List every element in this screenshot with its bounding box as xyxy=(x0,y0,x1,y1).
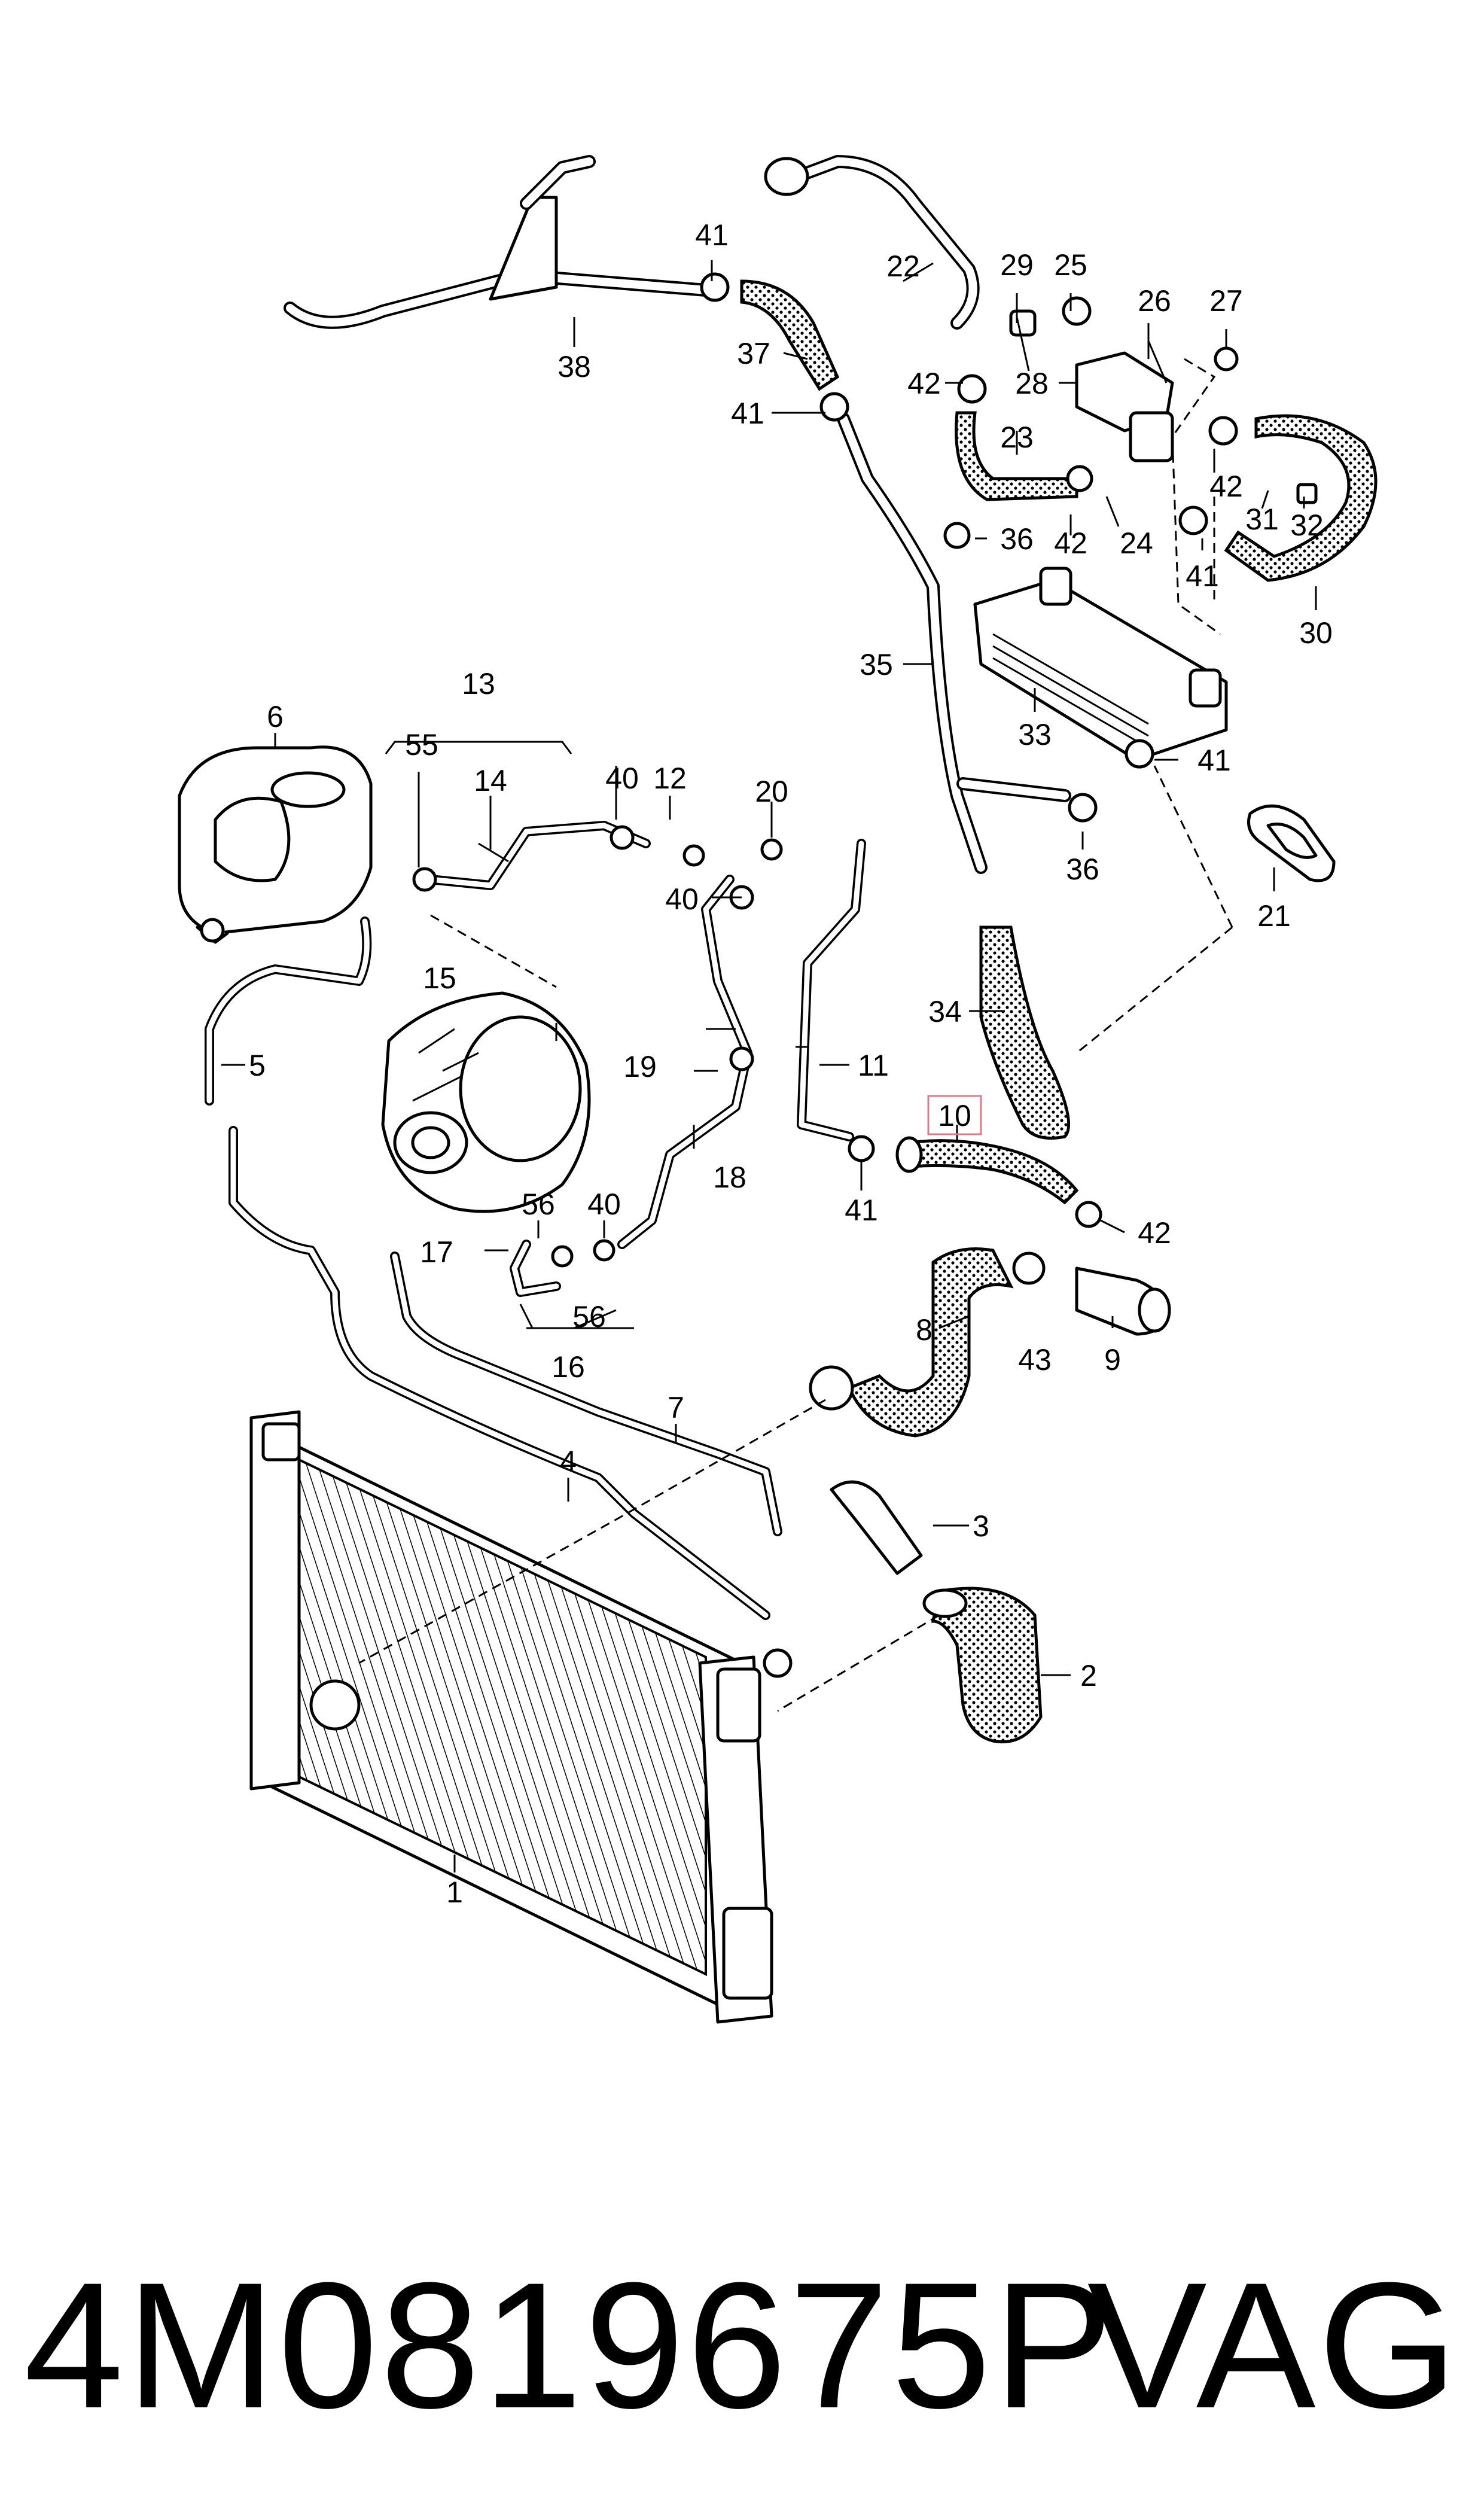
callout-41e: 41 xyxy=(845,1193,878,1227)
callout-42a: 42 xyxy=(907,367,941,400)
callout-11: 11 xyxy=(858,1049,889,1082)
pipe-35 xyxy=(837,412,1071,874)
callout-12: 12 xyxy=(653,762,687,795)
part-number: 4M0819675P xyxy=(24,2245,1116,2446)
callout-40b: 40 xyxy=(665,882,699,916)
callout-40c: 40 xyxy=(587,1188,621,1221)
callout-41d: 41 xyxy=(1197,744,1231,777)
callout-29: 29 xyxy=(1000,248,1034,282)
callouts: 1 2 3 4 5 6 7 8 9 10 11 12 13 14 15 16 1… xyxy=(249,218,1333,1909)
callout-1: 1 xyxy=(446,1875,463,1909)
hose-10 xyxy=(895,1136,1079,1205)
callout-15: 15 xyxy=(423,961,456,995)
hose-34 xyxy=(979,925,1071,1140)
callout-20: 20 xyxy=(755,775,788,808)
callout-14: 14 xyxy=(474,764,507,797)
pipe-18 xyxy=(617,875,752,1249)
callout-42b: 42 xyxy=(1054,526,1087,560)
callout-56a: 56 xyxy=(522,1188,555,1221)
callout-38: 38 xyxy=(557,350,591,383)
pipe-5 xyxy=(205,917,372,1106)
callout-42c: 42 xyxy=(1209,470,1243,503)
pipe-4 xyxy=(228,1126,770,1620)
hose-8 xyxy=(809,1247,1014,1438)
callout-4: 4 xyxy=(560,1445,577,1478)
clips xyxy=(412,272,1318,1285)
pipe-11 xyxy=(797,839,866,1141)
callout-8: 8 xyxy=(916,1313,933,1347)
callout-36a: 36 xyxy=(1000,522,1034,556)
callout-35: 35 xyxy=(860,648,893,681)
callout-42d: 42 xyxy=(1138,1216,1171,1250)
callout-6: 6 xyxy=(267,700,284,733)
callout-10: 10 xyxy=(938,1099,971,1132)
callout-23: 23 xyxy=(1000,421,1034,454)
pipe-7 xyxy=(390,1252,782,1536)
callout-5: 5 xyxy=(249,1049,266,1082)
callout-33: 33 xyxy=(1018,718,1052,751)
hose-3 xyxy=(830,1480,923,1575)
callout-34: 34 xyxy=(928,995,962,1028)
callout-17: 17 xyxy=(420,1235,453,1269)
callout-19: 19 xyxy=(623,1050,657,1083)
callout-40a: 40 xyxy=(605,762,639,795)
hose-2 xyxy=(922,1587,1043,1744)
callout-25: 25 xyxy=(1054,248,1087,282)
callout-56b: 56 xyxy=(572,1300,606,1333)
footer: 4M0819675P VAG xyxy=(0,2237,1484,2453)
brand-name: VAG xyxy=(1087,2245,1460,2446)
pipe-16 xyxy=(510,1240,561,1297)
hose-30 xyxy=(1224,414,1378,582)
highlight-box xyxy=(927,1095,982,1135)
callout-16: 16 xyxy=(551,1350,585,1384)
callout-24: 24 xyxy=(1120,526,1153,560)
callout-36b: 36 xyxy=(1066,852,1099,886)
callout-26: 26 xyxy=(1138,284,1171,318)
callout-32: 32 xyxy=(1290,509,1324,542)
pipe-22 xyxy=(764,155,980,330)
callout-3: 3 xyxy=(973,1509,989,1543)
callout-41b: 41 xyxy=(731,397,764,430)
radiator xyxy=(249,1410,793,2024)
callout-41c: 41 xyxy=(1186,559,1219,593)
callout-9: 9 xyxy=(1104,1343,1121,1377)
hose-37 xyxy=(740,279,840,391)
thermostat-housing xyxy=(1062,296,1174,462)
leader-lines xyxy=(221,260,1317,1872)
callout-27: 27 xyxy=(1209,284,1243,318)
alternator xyxy=(381,991,591,1213)
parts-diagram: 1 2 3 4 5 6 7 8 9 10 11 12 13 14 15 16 1… xyxy=(178,155,1378,2024)
expansion-tank xyxy=(178,745,373,944)
callout-28: 28 xyxy=(1015,367,1049,400)
callout-7: 7 xyxy=(668,1391,684,1424)
pipe-38 xyxy=(284,155,712,329)
callout-30: 30 xyxy=(1299,616,1333,650)
callout-13: 13 xyxy=(462,667,495,701)
callout-43: 43 xyxy=(1018,1343,1052,1377)
gasket xyxy=(1247,804,1336,882)
association-lines xyxy=(358,358,1233,1712)
callout-22: 22 xyxy=(886,249,920,283)
flange-9 xyxy=(1075,1266,1171,1336)
hose-23 xyxy=(955,411,1078,501)
callout-2: 2 xyxy=(1080,1659,1097,1692)
callout-41a: 41 xyxy=(695,218,729,252)
callout-31: 31 xyxy=(1245,503,1279,536)
callout-55: 55 xyxy=(405,728,438,762)
callout-21: 21 xyxy=(1257,899,1291,933)
callout-18: 18 xyxy=(713,1161,746,1194)
oil-cooler xyxy=(973,567,1228,762)
callout-37: 37 xyxy=(737,337,770,370)
